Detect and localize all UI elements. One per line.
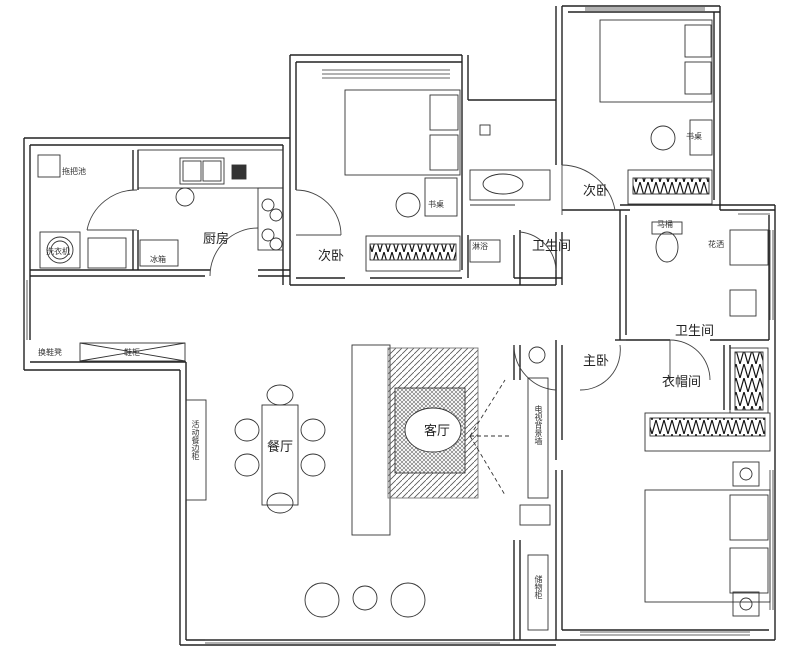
shower-2-label: 花洒 <box>708 240 724 249</box>
mop-pool-label: 拖把池 <box>62 167 86 176</box>
windows <box>23 7 774 644</box>
living-room-furniture <box>351 344 551 631</box>
bedroom-right-furniture <box>599 19 713 205</box>
bathroom-1-label: 卫生间 <box>532 239 572 254</box>
washing-machine-label: 洗衣机 <box>46 247 70 256</box>
tv-cabinet-label: 电视背景墙 <box>534 405 543 445</box>
shoe-cabinet-label: 鞋柜 <box>124 348 140 357</box>
bathroom-2-label: 卫生间 <box>675 324 715 339</box>
master-bed <box>644 461 771 617</box>
dining-room-label: 餐厅 <box>267 440 294 455</box>
laundry-fixtures <box>37 154 127 269</box>
desk-right-label: 书桌 <box>686 132 702 141</box>
storage-label: 储物柜 <box>534 575 543 599</box>
living-room-label: 客厅 <box>424 424 451 439</box>
walls <box>23 5 776 646</box>
sideboard-label: 活动餐边柜 <box>191 420 200 460</box>
second-bedroom-left-label: 次卧 <box>318 249 345 264</box>
kitchen-label: 厨房 <box>203 232 230 247</box>
shower-label: 淋浴 <box>472 242 488 251</box>
master-bedroom-label: 主卧 <box>583 354 610 369</box>
balcony-chairs <box>304 582 426 618</box>
door-swings <box>86 164 711 391</box>
kitchen-fixtures <box>137 149 284 267</box>
entry-cabinets <box>79 342 186 362</box>
bathroom-1-fixtures <box>469 124 551 263</box>
fridge-label: 冰箱 <box>150 255 166 264</box>
toilet-label: 马桶 <box>657 220 673 229</box>
closet-furniture <box>644 347 771 452</box>
desk-left-label: 书桌 <box>428 200 444 209</box>
bathroom-2-fixtures <box>651 221 769 317</box>
dining-set <box>185 384 326 514</box>
bedroom-left-furniture <box>344 89 461 272</box>
second-bedroom-right-label: 次卧 <box>583 184 610 199</box>
closet-label: 衣帽间 <box>662 375 702 390</box>
shoe-bench-label: 换鞋凳 <box>38 348 62 357</box>
